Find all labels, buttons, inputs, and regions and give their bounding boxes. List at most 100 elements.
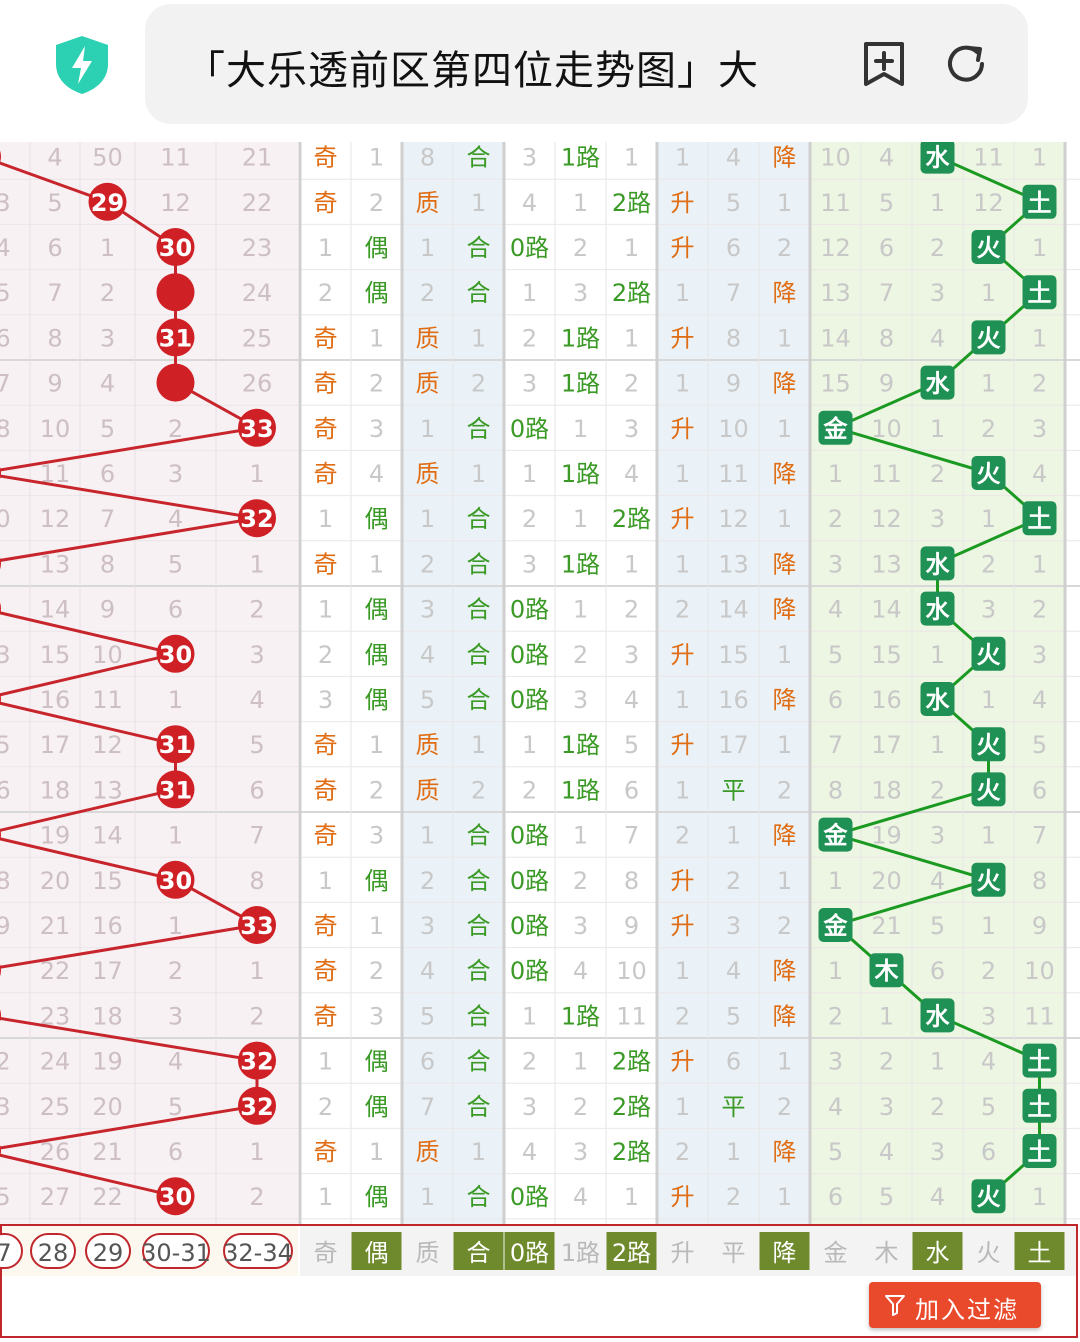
legend-filter-tag[interactable]: 降 bbox=[759, 1232, 810, 1270]
legend-filter-number[interactable]: 7 bbox=[0, 1233, 23, 1269]
indicator-cell: 14 bbox=[718, 596, 749, 624]
indicator-cell: 2 bbox=[573, 641, 588, 669]
svg-text:29: 29 bbox=[93, 1239, 124, 1267]
indicator-cell: 奇 bbox=[314, 776, 338, 804]
indicator-cell: 4 bbox=[522, 189, 537, 217]
page-title-url[interactable]: 「大乐透前区第四位走势图」大 bbox=[185, 48, 759, 94]
svg-text:火: 火 bbox=[977, 1183, 1001, 1211]
indicator-cell: 0路 bbox=[510, 234, 549, 262]
legend-filter-number[interactable]: 32-34 bbox=[223, 1233, 293, 1269]
wuxing-tile: 火 bbox=[971, 772, 1006, 807]
indicator-cell: 降 bbox=[773, 370, 797, 398]
legend-filter-tag[interactable]: 升 bbox=[671, 1239, 695, 1267]
trend-cell: 1 bbox=[168, 912, 183, 940]
indicator-cell: 1 bbox=[420, 822, 435, 850]
indicator-cell: 质 bbox=[416, 324, 440, 352]
trend-cell: 17 bbox=[40, 731, 71, 759]
legend-filter-number[interactable]: 29 bbox=[85, 1233, 131, 1269]
legend-filter-tag[interactable]: 质 bbox=[416, 1239, 440, 1267]
lightning-shield-icon[interactable] bbox=[52, 34, 112, 96]
add-filter-button[interactable]: 加入过滤 bbox=[869, 1282, 1041, 1328]
indicator-cell: 奇 bbox=[314, 731, 338, 759]
legend-filter-tag[interactable]: 合 bbox=[453, 1232, 504, 1270]
indicator-cell: 1 bbox=[420, 415, 435, 443]
legend-filter-tag[interactable]: 偶 bbox=[351, 1232, 402, 1270]
indicator-cell: 奇 bbox=[314, 324, 338, 352]
indicator-cell: 5 bbox=[726, 189, 741, 217]
svg-text:火: 火 bbox=[977, 731, 1001, 759]
legend-filter-tag[interactable]: 奇 bbox=[314, 1239, 338, 1267]
indicator-cell: 1 bbox=[522, 1002, 537, 1030]
legend-filter-number[interactable]: 28 bbox=[30, 1233, 76, 1269]
legend-filter-tag[interactable]: 水 bbox=[912, 1232, 963, 1270]
indicator-cell: 12 bbox=[820, 234, 851, 262]
legend-filter-tag[interactable]: 火 bbox=[977, 1239, 1001, 1267]
trend-cell: 3 bbox=[249, 641, 264, 669]
wuxing-tile: 火 bbox=[971, 1179, 1006, 1214]
wuxing-tile: 火 bbox=[971, 636, 1006, 671]
indicator-cell: 3 bbox=[522, 370, 537, 398]
indicator-cell: 1 bbox=[675, 460, 690, 488]
indicator-cell: 1 bbox=[573, 505, 588, 533]
indicator-cell: 2 bbox=[369, 776, 384, 804]
address-bar[interactable]: 「大乐透前区第四位走势图」大 bbox=[145, 4, 1028, 124]
indicator-cell: 0路 bbox=[510, 822, 549, 850]
svg-text:金: 金 bbox=[823, 822, 849, 850]
indicator-cell: 升 bbox=[671, 1183, 695, 1211]
indicator-cell: 3 bbox=[726, 912, 741, 940]
indicator-cell: 6 bbox=[624, 776, 639, 804]
trend-cell: 5 bbox=[100, 415, 115, 443]
indicator-cell: 8 bbox=[726, 324, 741, 352]
indicator-cell: 3 bbox=[573, 912, 588, 940]
indicator-cell: 5 bbox=[624, 731, 639, 759]
trend-ball bbox=[0, 557, 1, 570]
reload-icon[interactable] bbox=[940, 38, 992, 90]
indicator-cell: 1 bbox=[573, 189, 588, 217]
svg-text:30: 30 bbox=[159, 234, 192, 262]
indicator-cell: 合 bbox=[467, 144, 491, 172]
trend-cell: 12 bbox=[40, 505, 71, 533]
indicator-cell: 奇 bbox=[314, 912, 338, 940]
indicator-cell: 1 bbox=[471, 324, 486, 352]
trend-ball: 32 bbox=[238, 1086, 276, 1125]
legend-filter-tag[interactable]: 0路 bbox=[504, 1232, 555, 1270]
legend-filter-tag[interactable]: 金 bbox=[824, 1239, 848, 1267]
legend-filter-tag[interactable]: 2路 bbox=[606, 1232, 657, 1270]
indicator-cell: 4 bbox=[726, 144, 741, 172]
trend-cell: 11 bbox=[92, 686, 123, 714]
indicator-cell: 2 bbox=[726, 867, 741, 895]
indicator-cell: 质 bbox=[416, 776, 440, 804]
indicator-cell: 4 bbox=[828, 596, 843, 624]
indicator-cell: 3 bbox=[981, 596, 996, 624]
browser-top-bar: 「大乐透前区第四位走势图」大 bbox=[0, 0, 1080, 142]
svg-text:31: 31 bbox=[159, 731, 192, 759]
indicator-cell: 6 bbox=[828, 1183, 843, 1211]
indicator-cell: 3 bbox=[828, 550, 843, 578]
legend-filter-tag[interactable]: 1路 bbox=[561, 1239, 600, 1267]
bookmark-add-icon[interactable] bbox=[858, 38, 910, 90]
trend-cell: 8 bbox=[0, 867, 11, 895]
indicator-cell: 偶 bbox=[365, 1183, 389, 1211]
indicator-cell: 13 bbox=[718, 550, 749, 578]
indicator-cell: 2 bbox=[369, 370, 384, 398]
indicator-cell: 1 bbox=[777, 189, 792, 217]
trend-cell: 1 bbox=[249, 550, 264, 578]
legend-filter-number[interactable]: 30-31 bbox=[141, 1233, 211, 1269]
indicator-cell: 9 bbox=[726, 370, 741, 398]
indicator-cell: 0路 bbox=[510, 415, 549, 443]
indicator-cell: 15 bbox=[871, 641, 902, 669]
legend-filter-tag[interactable]: 木 bbox=[875, 1239, 899, 1267]
indicator-cell: 降 bbox=[773, 1002, 797, 1030]
trend-cell: 5 bbox=[0, 1183, 11, 1211]
legend-filter-tag[interactable]: 平 bbox=[722, 1239, 746, 1267]
indicator-cell: 偶 bbox=[365, 505, 389, 533]
indicator-cell: 平 bbox=[722, 776, 746, 804]
indicator-cell: 1 bbox=[369, 731, 384, 759]
indicator-cell: 合 bbox=[467, 686, 491, 714]
legend-filter-tag[interactable]: 土 bbox=[1014, 1232, 1065, 1270]
indicator-cell: 6 bbox=[726, 1048, 741, 1076]
indicator-cell: 4 bbox=[522, 1138, 537, 1166]
trend-cell: 8 bbox=[0, 415, 11, 443]
